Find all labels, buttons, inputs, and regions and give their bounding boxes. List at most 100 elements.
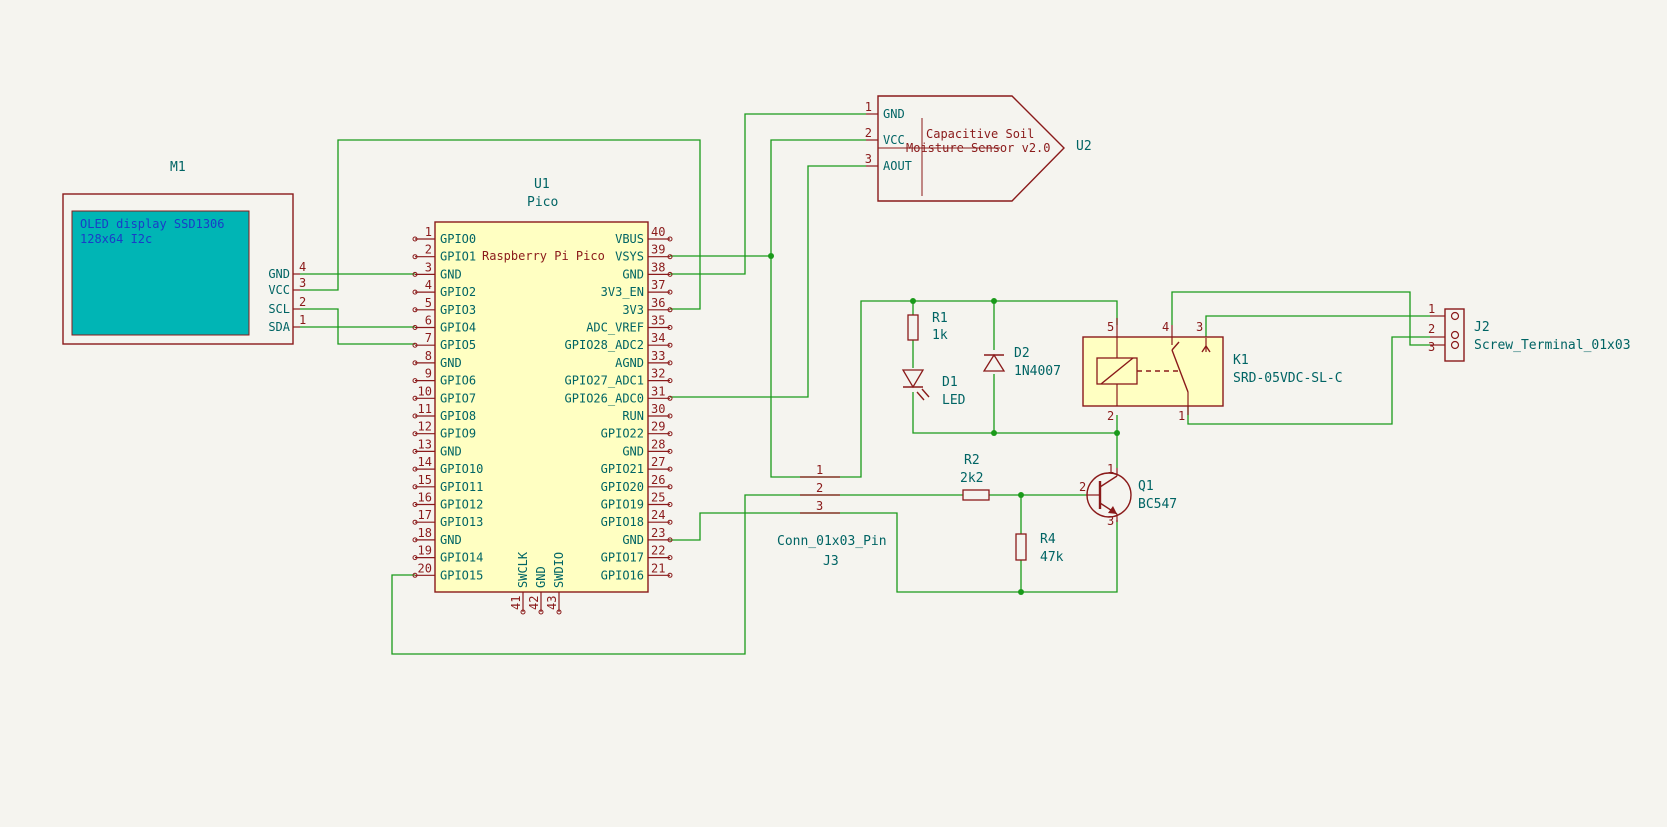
k1-pin-1: 1 xyxy=(1178,409,1185,423)
resistor-r2[interactable]: R2 2k2 xyxy=(960,453,990,501)
sensor-pin-number: 2 xyxy=(865,126,872,140)
r2-body xyxy=(962,489,990,501)
pico-pin-end xyxy=(412,537,418,543)
pico-right-pin-name: GPIO18 xyxy=(601,515,644,529)
pico-pin-end xyxy=(667,572,673,578)
pico-pin-end xyxy=(412,289,418,295)
pico-right-pin-number: 28 xyxy=(651,437,665,451)
pico-left-pin-number: 14 xyxy=(418,455,432,469)
j3-value: Conn_01x03_Pin xyxy=(777,534,887,549)
j2-ref: J2 xyxy=(1474,320,1490,335)
sensor-text-2: Moisture Sensor v2.0 xyxy=(906,141,1051,155)
pico-pin-end xyxy=(667,307,673,313)
sensor-pin-number: 1 xyxy=(865,100,872,114)
pico-pin-end xyxy=(667,484,673,490)
pico-left-pin-name: GPIO11 xyxy=(440,480,483,494)
r4-body xyxy=(1015,533,1027,561)
pico-pin-end xyxy=(412,466,418,472)
pico-right-pin-name: GPIO17 xyxy=(601,551,644,565)
pico-bottom-pin-number: 43 xyxy=(545,596,559,610)
pico-right-pin-number: 24 xyxy=(651,508,665,522)
pico-pin-end xyxy=(556,609,562,615)
wire-d1-bottom xyxy=(912,392,1117,434)
pico-right-pin-number: 32 xyxy=(651,367,665,381)
pico-right-pin-number: 27 xyxy=(651,455,665,469)
diode-d2[interactable]: D2 1N4007 xyxy=(982,346,1061,379)
pico-left-pin-name: GPIO1 xyxy=(440,250,476,264)
r2-value: 2k2 xyxy=(960,471,983,486)
d1-arrow-2 xyxy=(921,388,930,398)
pico-right-pin-name: 3V3 xyxy=(622,303,644,317)
oled-pin-name: SCL xyxy=(268,302,290,316)
junction-vsys xyxy=(768,253,774,259)
pico-pin-end xyxy=(412,254,418,260)
oled-screen xyxy=(71,210,250,336)
pico-right-pin-number: 35 xyxy=(651,314,665,328)
pico-left-pin-number: 2 xyxy=(425,243,432,257)
d1-arrow-1 xyxy=(916,391,925,401)
pico-bottom-pin-name: SWDIO xyxy=(552,552,566,588)
pico-right-pin-name: GPIO20 xyxy=(601,480,644,494)
pico-pin-end xyxy=(412,484,418,490)
oled-outline xyxy=(62,193,294,345)
pico-body xyxy=(434,221,649,593)
pico-right-pin-name: GND xyxy=(622,533,644,547)
pico-left-pin-number: 18 xyxy=(418,526,432,540)
pico-left-pin-number: 11 xyxy=(418,402,432,416)
pico-left-pin-number: 9 xyxy=(425,367,432,381)
pico-left-pin-name: GPIO13 xyxy=(440,515,483,529)
pico-left-pin-number: 12 xyxy=(418,420,432,434)
wire-sensor-aout xyxy=(670,165,866,398)
pico-left-pin-number: 16 xyxy=(418,491,432,505)
oled-text-2: 128x64 I2c xyxy=(80,232,152,246)
led-d1[interactable]: D1 LED xyxy=(901,369,966,408)
resistor-r1[interactable]: R1 1k xyxy=(907,311,948,343)
pico-left-pin-number: 5 xyxy=(425,296,432,310)
junction-r2-r4 xyxy=(1018,492,1024,498)
d1-ref: D1 xyxy=(942,375,958,390)
r1-ref: R1 xyxy=(932,311,948,326)
connector-j3[interactable]: 1 2 3 Conn_01x03_Pin J3 xyxy=(777,463,887,569)
pico-pin-end xyxy=(667,537,673,543)
pico-left-pin-name: GND xyxy=(440,533,462,547)
pico-pin-end xyxy=(412,555,418,561)
q1-pin-1: 1 xyxy=(1107,462,1114,476)
pico-pin-end xyxy=(667,271,673,277)
sensor-pin-name: AOUT xyxy=(883,159,912,173)
pico-left-pin-name: GPIO4 xyxy=(440,321,476,335)
pico-pin-end xyxy=(667,448,673,454)
pico-pin-end xyxy=(412,519,418,525)
relay-k1[interactable]: 5 4 3 2 1 K1 SRD-05VDC-SL-C xyxy=(1082,318,1343,423)
pico-bottom-pin-name: GND xyxy=(534,566,548,588)
pico-pin-end xyxy=(667,519,673,525)
pico-left-pin-number: 3 xyxy=(425,260,432,274)
sensor-pin-name: VCC xyxy=(883,133,905,147)
resistor-r4[interactable]: R4 47k xyxy=(1015,532,1064,565)
pico-pin-end xyxy=(412,325,418,330)
pico-right-pin-number: 31 xyxy=(651,384,665,398)
k1-pin-2: 2 xyxy=(1107,409,1114,423)
pico-right-pin-name: GPIO26_ADC0 xyxy=(565,391,644,405)
oled-pin-number: 2 xyxy=(299,295,306,309)
pico-left-pin-name: GPIO0 xyxy=(440,232,476,246)
soil-sensor[interactable]: Capacitive Soil Moisture Sensor v2.0 U2 … xyxy=(865,95,1092,202)
pico-right-pins: 40VBUS39VSYS38GND373V3_EN363V335ADC_VREF… xyxy=(565,225,673,582)
pico-body-label: Raspberry Pi Pico xyxy=(482,249,605,263)
pico-left-pin-number: 7 xyxy=(425,331,432,345)
d2-triangle xyxy=(982,353,1006,372)
d1-triangle xyxy=(901,369,925,389)
sensor-ref: U2 xyxy=(1076,139,1092,154)
screw-terminal-j2[interactable]: 1 2 3 J2 Screw_Terminal_01x03 xyxy=(1428,302,1631,362)
oled-module[interactable]: M1 OLED display SSD1306 128x64 I2c 4GND3… xyxy=(62,160,306,345)
junction-r4-gnd xyxy=(1018,589,1024,595)
pico-right-pin-name: GPIO16 xyxy=(601,568,644,582)
j3-pin-1: 1 xyxy=(816,463,823,477)
pico-right-pin-name: AGND xyxy=(615,356,644,370)
j3-pin-2: 2 xyxy=(816,481,823,495)
d2-value: 1N4007 xyxy=(1014,364,1061,379)
transistor-q1[interactable]: 2 1 3 Q1 BC547 xyxy=(1079,462,1177,528)
